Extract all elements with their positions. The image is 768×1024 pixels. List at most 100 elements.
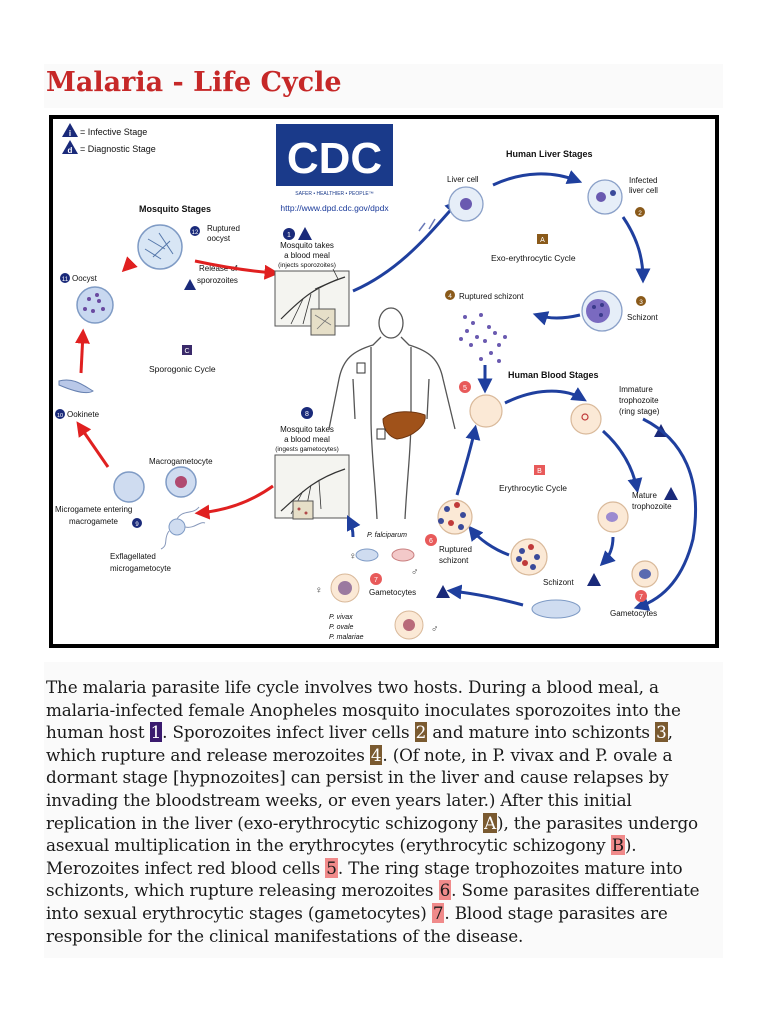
paragraph-background [44,662,723,958]
cdc-logo: CDC SAFER • HEALTHIER • PEOPLE™ http://w… [276,124,393,213]
marker-7: 7 [431,902,445,923]
svg-text:Ruptured schizont: Ruptured schizont [459,292,524,301]
svg-text:Infected: Infected [629,176,657,185]
svg-text:7: 7 [374,577,378,584]
svg-text:Mosquito takes: Mosquito takes [280,425,334,434]
mosquito-feeding-8 [274,454,350,520]
arrow-blue [468,525,510,557]
diagnostic-stage-icon [62,140,78,154]
svg-text:Oocyst: Oocyst [72,274,98,283]
infected-liver-cell [587,179,623,215]
cycle-letter-b [534,465,545,475]
title-bar [44,64,723,108]
svg-text:6: 6 [429,538,433,545]
arrow-blue [633,417,698,611]
svg-text:Gametocytes: Gametocytes [369,588,416,597]
life-cycle-diagram: i = Infective Stage d = Diagnostic Stage… [49,115,719,648]
svg-text:trophozoite: trophozoite [632,502,672,511]
svg-text:liver cell: liver cell [629,186,658,195]
ruptured-oocyst [137,224,183,270]
svg-text:macrogamete: macrogamete [69,517,118,526]
diagnostic-stage-icon [436,585,450,598]
svg-text:schizont: schizont [439,556,469,565]
svg-text:P. ovale: P. ovale [329,624,353,631]
stage-number-9 [132,518,142,528]
infective-stage-icon [62,123,78,137]
svg-text:Release of: Release of [199,264,238,273]
mosquito-stages-heading: Mosquito Stages [139,204,211,214]
stage-number-10 [55,409,65,419]
arrow-blue [601,429,643,494]
ruptured-blood-schizont [437,499,473,535]
svg-text:10: 10 [57,413,63,419]
stage-number-11 [60,273,70,283]
svg-text:♀: ♀ [349,551,357,562]
marker-a: A [483,812,498,833]
infective-stage-icon [184,279,196,290]
marker-6: 6 [438,880,452,901]
cdc-url: http://www.dpd.cdc.gov/dpdx [280,203,389,213]
stage-number-6 [425,534,437,546]
svg-text:(ring stage): (ring stage) [619,407,660,416]
stage-number-4 [445,290,455,300]
injection-site [356,362,366,374]
arrow-red [121,256,138,273]
svg-text:Immature: Immature [619,385,653,394]
svg-text:sporozoites: sporozoites [197,276,238,285]
arrow-red [194,484,274,520]
svg-text:9: 9 [135,522,139,528]
infective-stage-icon [298,227,312,240]
falciparum-male [391,548,415,562]
red-blood-cell [469,394,503,428]
svg-text:a blood meal: a blood meal [284,435,330,444]
svg-text:Ookinete: Ookinete [67,410,100,419]
svg-text:B: B [537,468,542,475]
svg-text:3: 3 [639,299,643,306]
svg-text:P. falciparum: P. falciparum [367,532,407,539]
svg-text:Macrogametocyte: Macrogametocyte [149,457,213,466]
marker-5: 5 [325,857,338,878]
svg-text:A: A [540,237,545,244]
stage-number-2 [635,207,645,217]
arrow-blue [532,311,581,326]
svg-text:microgametocyte: microgametocyte [110,564,171,573]
arrow-blue [446,584,524,607]
microgametocyte-cell [113,471,145,503]
stage-number-7 [370,573,382,585]
oocyst [76,286,114,324]
exo-cycle-label: Exo-erythrocytic Cycle [491,253,576,263]
sporogonic-cycle-label: Sporogonic Cycle [149,364,216,374]
marker-b: B [610,835,625,856]
diagnostic-stage-icon [587,573,601,586]
svg-text:trophozoite: trophozoite [619,396,659,405]
stage-number-1 [283,228,295,240]
gametocyte-cell-right [631,560,659,588]
mosquito-feeding-1 [274,268,350,336]
marker-3: 3 [655,722,668,743]
ookinete [58,379,94,394]
svg-text:(ingests gametocytes): (ingests gametocytes) [275,446,339,453]
arrow-red [194,259,280,280]
svg-text:Mosquito takes: Mosquito takes [280,241,334,250]
legend: i = Infective Stage d = Diagnostic Stage [62,123,156,155]
sporozoites [418,218,436,232]
arrow-blue [504,387,587,405]
svg-text:P. malariae: P. malariae [329,634,364,641]
arrow-blue [492,170,583,187]
svg-text:Microgamete entering: Microgamete entering [55,505,132,514]
svg-text:a blood meal: a blood meal [284,251,330,260]
erythrocytic-cycle-label: Erythrocytic Cycle [499,483,567,493]
falciparum-female [355,548,379,562]
blood-stages-heading: Human Blood Stages [508,370,599,380]
svg-text:Liver cell: Liver cell [447,175,479,184]
cdc-tagline: SAFER • HEALTHIER • PEOPLE™ [295,191,373,197]
svg-text:Ruptured: Ruptured [207,224,240,233]
svg-text:C: C [184,348,189,355]
svg-text:4: 4 [448,293,452,300]
cycle-letter-a [537,234,548,244]
blood-schizont [510,538,548,576]
stage-number-3 [636,296,646,306]
diagnostic-stage-icon [664,487,678,500]
svg-text:12: 12 [192,230,199,236]
falciparum-gametocyte [531,599,581,619]
